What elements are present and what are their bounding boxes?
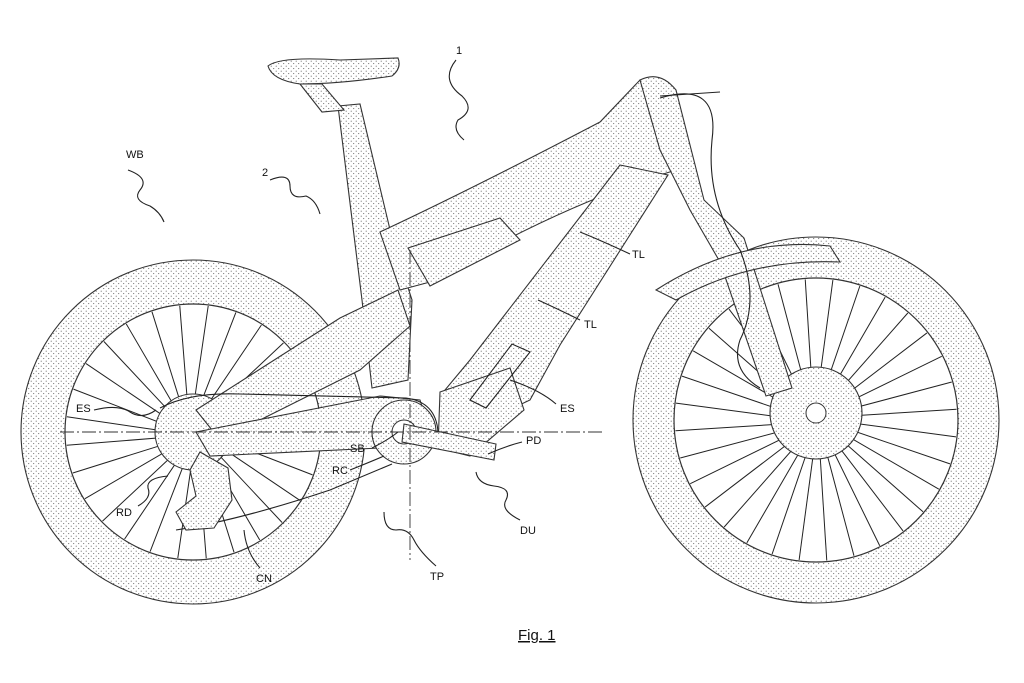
reference-axes [60,250,604,560]
rear-spoke [209,445,283,523]
label-wheelbase: WB [126,149,144,161]
label-chain: CN [256,573,272,585]
leader-pd [487,441,523,455]
rear-spoke [85,363,174,423]
leader-cn [243,529,261,569]
rear-spoke [202,324,262,413]
label-tube-a: TL [632,249,645,261]
label-shaft: SB [350,443,365,455]
handlebar-cable [659,93,761,389]
leader-es-left [93,406,157,417]
handlebar-bar [659,91,721,97]
label-sensor-left: ES [76,403,91,415]
leader-du [475,471,521,521]
leader-tl-2 [537,299,581,321]
seatpost [298,83,346,113]
rear-spoke [102,448,180,522]
leader-lines [93,59,631,569]
label-bicycle: 1 [456,45,462,57]
leader-1 [448,59,469,141]
rear-spoke [151,311,184,413]
saddle-body [267,57,400,85]
leader-tl-1 [579,231,631,255]
leader-es [509,379,557,405]
label-derailleur: RD [116,507,132,519]
label-sensor: ES [560,403,575,415]
rear-spoke [197,312,237,411]
frame [195,76,842,457]
leader-2 [269,176,321,215]
reference-labels: 1 WB 2 TL TL ES ES SB PD RC RD DU CN TP … [76,45,645,644]
label-pedal: PD [526,435,541,447]
label-drive-unit: DU [520,525,536,537]
rear-spoke [179,305,189,411]
rear-spoke [125,323,180,416]
rear-spoke [66,436,172,446]
front-wheel [632,236,1000,604]
label-transmission: TP [430,571,444,583]
rear-spoke [66,416,172,433]
label-tube-b: TL [584,319,597,331]
rear-spoke [124,451,184,540]
label-frame: 2 [262,167,268,179]
leader-tp [383,511,437,567]
crank-arm [401,423,497,461]
label-ring: RC [332,465,348,477]
leader-rc [349,455,385,471]
leader-sb [371,431,399,449]
rear-spoke [84,445,177,500]
handlebar [659,91,761,389]
figure-caption: Fig. 1 [518,627,556,644]
saddle [267,57,400,113]
rear-spoke [192,305,209,411]
chain-upper [159,393,439,433]
rear-spoke [72,441,174,474]
leader-wb [127,169,165,223]
leader-rd [137,475,169,507]
rear-shock [407,217,521,287]
front-hub [805,402,827,424]
rear-spoke [149,453,189,552]
front-fender [654,243,842,301]
sensor-housing [469,343,531,409]
rear-derailleur [175,451,233,531]
